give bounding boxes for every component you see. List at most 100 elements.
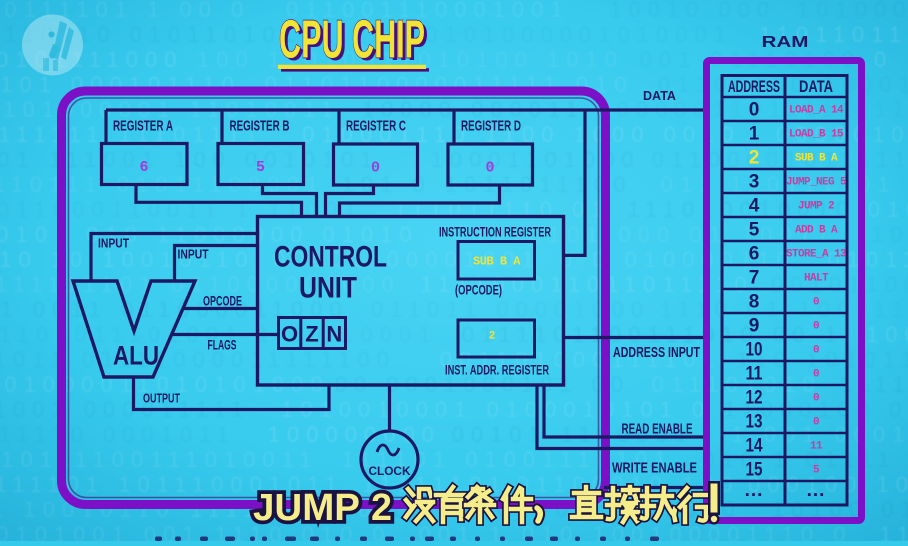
svg-text:SUB B A: SUB B A bbox=[795, 153, 838, 165]
svg-text:10: 10 bbox=[746, 340, 763, 361]
svg-text:ADD B A: ADD B A bbox=[795, 225, 838, 237]
svg-text:1 001 000110110101101001: 1 001 000110110101101001 bbox=[731, 422, 908, 447]
svg-text:JUMP 2: JUMP 2 bbox=[798, 201, 834, 213]
svg-text:100000000: 100000000 bbox=[268, 422, 441, 447]
svg-text:4: 4 bbox=[749, 196, 760, 217]
svg-text:OUTPUT: OUTPUT bbox=[143, 391, 180, 406]
svg-text:0 0 010000110: 0 0 010000110 bbox=[560, 247, 796, 272]
svg-text:10010 000: 10010 000 bbox=[609, 0, 776, 22]
svg-text:5: 5 bbox=[256, 159, 265, 176]
svg-text:010 1 01111 011 1: 010 1 01111 011 1 bbox=[702, 447, 908, 472]
svg-text:FLAGS: FLAGS bbox=[208, 337, 237, 353]
svg-text:O: O bbox=[281, 322, 298, 347]
svg-text:12: 12 bbox=[746, 388, 763, 409]
svg-text:2: 2 bbox=[749, 148, 760, 169]
svg-text:CPU CHIP: CPU CHIP bbox=[282, 13, 428, 72]
svg-text:3: 3 bbox=[749, 172, 760, 193]
svg-text:JUMP: JUMP bbox=[253, 487, 360, 529]
svg-text:LOAD_A 14: LOAD_A 14 bbox=[789, 105, 844, 117]
svg-text:010111100111010011: 010111100111010011 bbox=[0, 447, 318, 472]
svg-text:110 1010110011010000100: 110 1010110011010000100 bbox=[737, 347, 908, 372]
svg-text:1111101 101110001011: 1111101 101110001011 bbox=[0, 472, 344, 497]
svg-text:CPU CHIP: CPU CHIP bbox=[279, 11, 425, 70]
svg-text:INSTRUCTION REGISTER: INSTRUCTION REGISTER bbox=[439, 225, 551, 240]
svg-text:11: 11 bbox=[746, 364, 763, 385]
svg-text:0: 0 bbox=[813, 369, 819, 381]
svg-text:11: 11 bbox=[810, 441, 823, 453]
svg-text:0: 0 bbox=[371, 160, 380, 177]
svg-text:(OPCODE): (OPCODE) bbox=[455, 283, 502, 298]
svg-text:1111 100000111001 0: 1111 100000111001 0 bbox=[840, 372, 908, 397]
svg-text:01100101000001010001: 01100101000001010001 bbox=[350, 22, 733, 47]
svg-text:13: 13 bbox=[746, 412, 763, 433]
svg-text:JUMP_NEG 5: JUMP_NEG 5 bbox=[786, 177, 847, 189]
svg-text:5: 5 bbox=[749, 220, 760, 241]
svg-text:01011110000001000: 01011110000001000 bbox=[827, 247, 908, 272]
svg-text:001101000111101: 001101000111101 bbox=[440, 347, 722, 372]
svg-text:...: ... bbox=[745, 480, 764, 501]
svg-text:0: 0 bbox=[813, 393, 819, 405]
svg-text:CONTROL: CONTROL bbox=[274, 241, 387, 274]
svg-text:0111101100111010 00 1: 0111101100111010 00 1 bbox=[462, 322, 844, 347]
svg-text:READ ENABLE: READ ENABLE bbox=[622, 421, 693, 438]
svg-text:0: 0 bbox=[813, 345, 819, 357]
svg-text:LOAD_B 15: LOAD_B 15 bbox=[789, 129, 844, 141]
svg-text:00000101 11110: 00000101 11110 bbox=[776, 122, 908, 147]
svg-text:INST. ADDR. REGISTER: INST. ADDR. REGISTER bbox=[445, 363, 549, 378]
svg-text:101 111001 100 0010101: 101 111001 100 0010101 bbox=[0, 147, 380, 172]
svg-text:111100011011011110: 111100011011011110 bbox=[420, 272, 753, 297]
svg-text:N: N bbox=[326, 322, 342, 347]
svg-text:0101111000: 0101111000 bbox=[0, 47, 183, 72]
svg-text:0: 0 bbox=[813, 321, 819, 333]
svg-text:REGISTER D: REGISTER D bbox=[461, 118, 521, 135]
svg-text:111101 01001110101: 111101 01001110101 bbox=[342, 447, 674, 472]
svg-text:2: 2 bbox=[371, 487, 392, 529]
svg-text:RAM: RAM bbox=[762, 34, 809, 51]
svg-text:14: 14 bbox=[746, 436, 763, 457]
svg-text:8: 8 bbox=[749, 292, 760, 313]
svg-text:00111101 1 00 0: 00111101 1 00 0 bbox=[0, 0, 250, 22]
svg-text:0: 0 bbox=[485, 160, 494, 177]
svg-text:00101 1100001: 00101 1100001 bbox=[452, 422, 694, 447]
svg-text:REGISTER C: REGISTER C bbox=[346, 118, 406, 135]
svg-text:111011110 01: 111011110 01 bbox=[394, 197, 611, 222]
svg-text:0: 0 bbox=[749, 100, 760, 121]
svg-text:5: 5 bbox=[813, 465, 820, 477]
svg-text:6: 6 bbox=[749, 244, 760, 265]
svg-text:01000111011101001111: 01000111011101001111 bbox=[868, 197, 908, 222]
svg-text:CLOCK: CLOCK bbox=[369, 466, 412, 478]
svg-text:DATA: DATA bbox=[799, 77, 833, 96]
svg-text:ADDRESS: ADDRESS bbox=[728, 77, 780, 96]
svg-text:OPCODE: OPCODE bbox=[203, 293, 242, 309]
svg-text:0: 0 bbox=[813, 297, 819, 309]
svg-text:6: 6 bbox=[139, 159, 148, 176]
svg-text:0110110 01011010101: 0110110 01011010101 bbox=[0, 22, 339, 47]
svg-text:111110 0001011: 111110 0001011 bbox=[0, 422, 236, 447]
svg-text:SUB B A: SUB B A bbox=[473, 255, 521, 269]
svg-text:...: ... bbox=[807, 480, 826, 501]
svg-text:15: 15 bbox=[746, 460, 763, 481]
svg-text:2: 2 bbox=[489, 331, 496, 343]
svg-text:7: 7 bbox=[749, 268, 760, 289]
svg-text:0 111010 01100110001: 0 111010 01100110001 bbox=[874, 47, 908, 72]
svg-text:1: 1 bbox=[749, 124, 760, 145]
svg-text:HALT: HALT bbox=[804, 273, 829, 285]
svg-text:REGISTER A: REGISTER A bbox=[113, 118, 173, 135]
svg-text:UNIT: UNIT bbox=[299, 272, 357, 305]
svg-text:010 10 10010110: 010 10 10010110 bbox=[0, 247, 255, 272]
svg-text:ALU: ALU bbox=[113, 341, 159, 371]
svg-text:WRITE ENABLE: WRITE ENABLE bbox=[612, 460, 697, 477]
svg-text:00001100001001: 00001100001001 bbox=[273, 247, 541, 272]
svg-text:STORE_A 13: STORE_A 13 bbox=[786, 249, 847, 261]
svg-text:INPUT: INPUT bbox=[98, 237, 129, 251]
svg-text:0010110001 100: 0010110001 100 bbox=[771, 272, 908, 297]
svg-text:ADDRESS INPUT: ADDRESS INPUT bbox=[613, 344, 700, 361]
svg-text:REGISTER B: REGISTER B bbox=[230, 118, 290, 135]
svg-text:000100 10101111101101: 000100 10101111101101 bbox=[748, 472, 908, 497]
svg-text:11000010110 100: 11000010110 100 bbox=[879, 522, 908, 541]
svg-text:Z: Z bbox=[305, 322, 318, 347]
svg-text:0: 0 bbox=[813, 417, 819, 429]
svg-text:INPUT: INPUT bbox=[178, 248, 209, 262]
